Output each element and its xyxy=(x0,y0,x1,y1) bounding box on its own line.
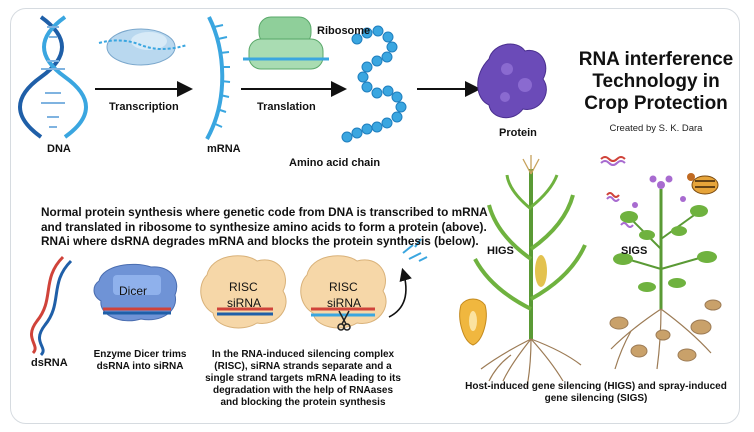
protein-icon xyxy=(477,43,547,119)
sirna-label-1: siRNA xyxy=(227,296,262,310)
transcription-label: Transcription xyxy=(109,101,179,113)
dicer-caption: Enzyme Dicer trims dsRNA into siRNA xyxy=(93,349,187,372)
risc-caption: In the RNA-induced silencing complex (RI… xyxy=(205,349,401,408)
translation-label: Translation xyxy=(257,101,316,113)
beetle-icon xyxy=(687,173,719,195)
mrna-strand-icon xyxy=(205,16,231,140)
dsrna-icon xyxy=(30,255,73,357)
sirna-label-2: siRNA xyxy=(327,296,362,310)
dicer-label: Dicer xyxy=(119,284,148,298)
risc-label-1: RISC xyxy=(229,280,258,294)
credit-line: Created by S. K. Dara xyxy=(609,123,703,134)
risc-label-2: RISC xyxy=(329,280,358,294)
protein-label: Protein xyxy=(499,127,537,139)
amino-acid-chain-icon xyxy=(341,25,407,143)
illustration-canvas xyxy=(18,15,722,388)
dicer-enzyme-icon xyxy=(93,263,178,322)
degradation-arrow xyxy=(388,267,412,318)
description-text: Normal protein synthesis where genetic c… xyxy=(41,205,488,249)
risc-targeting-icon xyxy=(300,255,387,329)
corn-kernel-icon xyxy=(459,298,487,346)
dna-helix-icon xyxy=(18,15,88,139)
mrna-label: mRNA xyxy=(207,143,241,155)
corn-plant-icon xyxy=(473,155,587,388)
rna-polymerase-icon xyxy=(98,28,188,66)
silencing-caption: Host-induced gene silencing (HIGS) and s… xyxy=(465,381,727,404)
dna-label: DNA xyxy=(47,143,71,155)
sigs-label: SIGS xyxy=(621,245,648,257)
ribosome-label: Ribosome xyxy=(317,25,371,37)
scissors-icon xyxy=(337,310,351,331)
amino-acid-chain-label: Amino acid chain xyxy=(289,157,381,169)
risc-complex-icon xyxy=(200,255,287,329)
mrna-fragments-icon xyxy=(402,238,428,262)
higs-label: HIGS xyxy=(487,245,514,257)
infographic-card: DNA Transcription mRNA Translation Ribos… xyxy=(10,8,740,424)
page-title: RNA interference Technology in Crop Prot… xyxy=(578,49,734,115)
spray-dsrna-icon xyxy=(600,156,634,228)
potato-plant-icon xyxy=(609,175,722,370)
ribosome-icon xyxy=(243,16,329,70)
dsrna-label: dsRNA xyxy=(31,357,68,369)
